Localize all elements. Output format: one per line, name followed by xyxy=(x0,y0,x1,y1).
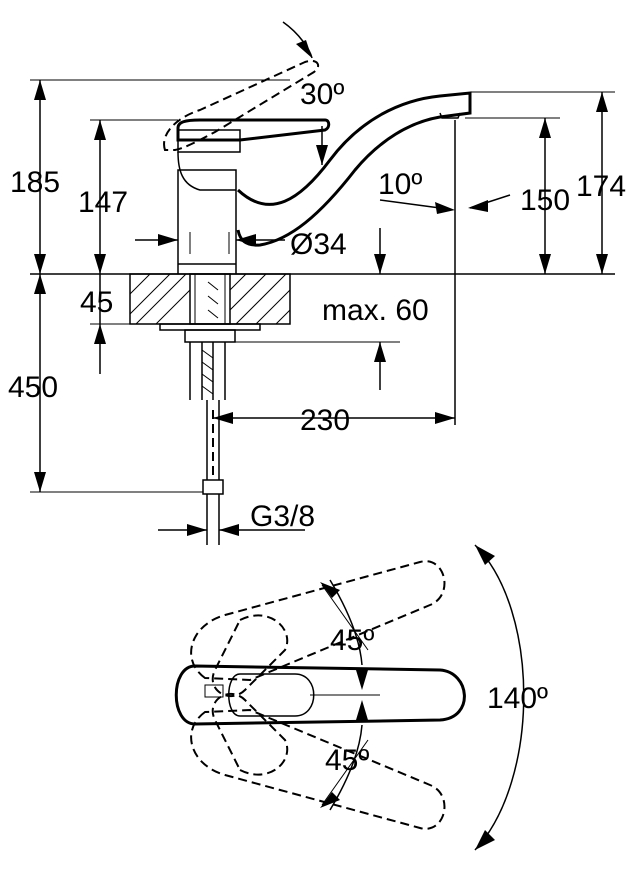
dim-total-angle: 140º xyxy=(487,682,548,715)
lever-center xyxy=(174,664,466,726)
counter-section xyxy=(129,273,291,325)
dim-total-height: 185 xyxy=(10,166,60,199)
lever-ghost-upper xyxy=(211,614,289,697)
lever-raised-outline xyxy=(163,60,320,151)
dim-lower-angle: 45º xyxy=(325,744,369,777)
lever-ghost-lower xyxy=(211,693,289,776)
dim-lever-height: 147 xyxy=(78,186,128,219)
mounting-shank xyxy=(159,273,261,400)
dim-spout-height: 150 xyxy=(520,184,570,217)
dim-overall-height: 174 xyxy=(576,170,626,203)
arc-140 xyxy=(474,544,525,851)
flexible-hose xyxy=(202,400,224,545)
top-view: 45º 45º 140º xyxy=(174,544,548,851)
dim-spout-angle: 10º xyxy=(378,168,422,201)
lever-left-outline xyxy=(190,560,446,682)
dim-spout-reach: 230 xyxy=(300,404,350,437)
dim-lever-angle: 30º xyxy=(300,78,344,111)
dimension-arrows xyxy=(34,40,608,536)
dim-counter-thickness: 45 xyxy=(80,286,113,319)
lever-grip xyxy=(228,673,315,717)
dim-hose-length: 450 xyxy=(8,371,58,404)
dim-max-counter: max. 60 xyxy=(322,294,429,327)
lever-right-outline xyxy=(190,708,446,830)
brand-mark xyxy=(204,684,224,698)
dim-upper-angle: 45º xyxy=(330,624,374,657)
side-view: 185 147 30º 10º 150 174 Ø34 45 max. 60 4… xyxy=(8,21,626,545)
dim-base-diameter: Ø34 xyxy=(290,228,347,261)
dim-connection: G3/8 xyxy=(250,500,315,533)
faucet-body xyxy=(176,91,472,274)
